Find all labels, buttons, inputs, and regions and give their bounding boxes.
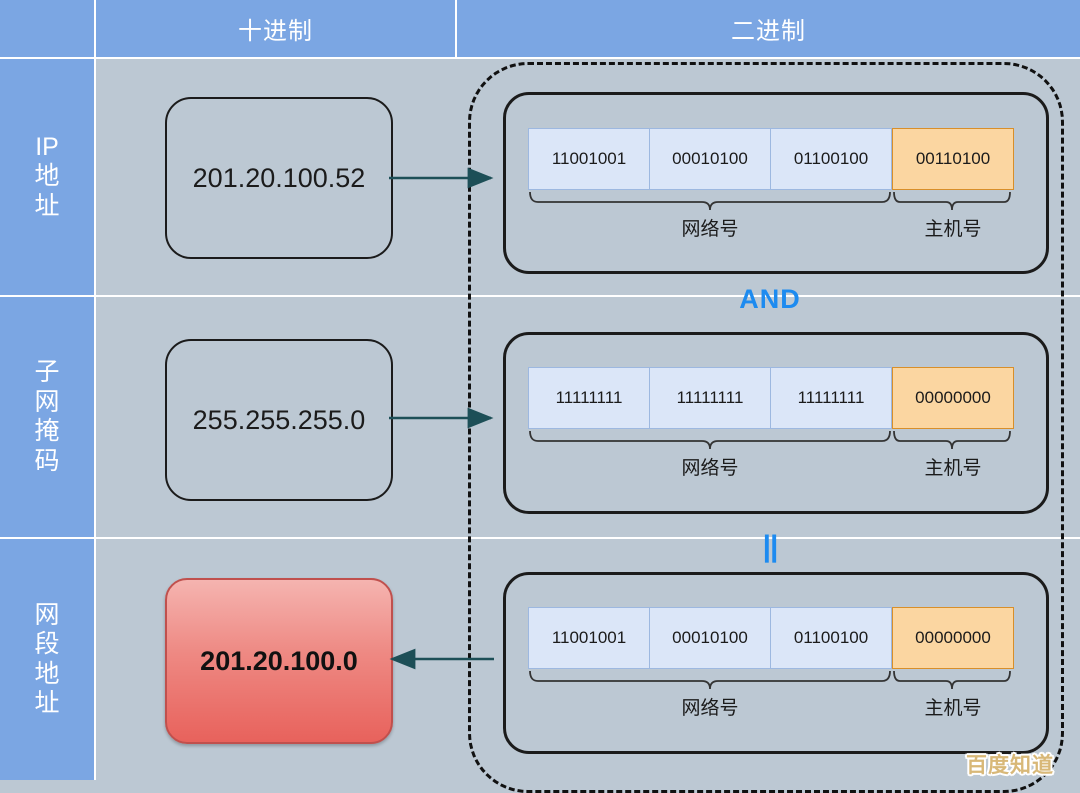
operator-and: AND: [739, 284, 801, 314]
row-label-subnet-mask-text: 子网掩码: [34, 358, 60, 475]
row-divider-2: [0, 537, 1080, 539]
octet-cell-host: 00000000: [892, 367, 1014, 429]
decimal-box-network-address[interactable]: 201.20.100.0: [165, 578, 393, 744]
brace-label-host: 主机号: [924, 698, 982, 719]
arrow-binary-to-network-address: [389, 648, 494, 670]
row-label-network-address-text: 网段地址: [34, 600, 60, 718]
octet-cell: 11111111: [649, 367, 770, 429]
binary-octets-ip-address: 11001001 00010100 01100100 00110100: [528, 128, 1014, 190]
octet-cell: 11001001: [528, 128, 649, 190]
arrow-mask-to-binary: [389, 407, 494, 429]
octet-cell-host: 00110100: [892, 128, 1014, 190]
octet-cell: 01100100: [770, 607, 892, 669]
brace-label-host: 主机号: [924, 219, 982, 240]
brace-label-host: 主机号: [924, 458, 982, 479]
decimal-box-subnet-mask[interactable]: 255.255.255.0: [165, 339, 393, 501]
row-divider-1: [0, 295, 1080, 297]
header-binary: 二进制: [457, 0, 1080, 57]
octet-cell: 11001001: [528, 607, 649, 669]
brace-label-network: 网络号: [681, 458, 739, 479]
brace-group-subnet-mask: [529, 430, 1011, 450]
octet-cell: 01100100: [770, 128, 892, 190]
arrow-ip-to-binary: [389, 167, 494, 189]
binary-octets-network-address: 11001001 00010100 01100100 00000000: [528, 607, 1014, 669]
operator-equals: ||: [762, 530, 779, 563]
binary-octets-subnet-mask: 11111111 11111111 11111111 00000000: [528, 367, 1014, 429]
header-decimal: 十进制: [96, 0, 455, 57]
octet-cell-host: 00000000: [892, 607, 1014, 669]
watermark-baidu-zhidao: 百度知道: [966, 754, 1054, 777]
octet-cell: 00010100: [649, 128, 770, 190]
brace-group-network-address: [529, 670, 1011, 690]
octet-cell: 11111111: [770, 367, 892, 429]
header-corner-cell: [0, 0, 94, 57]
row-label-subnet-mask: 子网掩码: [0, 297, 94, 537]
decimal-box-ip-address[interactable]: 201.20.100.52: [165, 97, 393, 259]
brace-label-network: 网络号: [681, 698, 739, 719]
row-label-ip-address-text: IP地址: [34, 132, 60, 220]
row-label-network-address: 网段地址: [0, 539, 94, 780]
column-divider-label: [94, 59, 96, 780]
brace-label-network: 网络号: [681, 219, 739, 240]
header-bottom-rule: [0, 57, 1080, 59]
header-divider-1: [94, 0, 96, 57]
octet-cell: 11111111: [528, 367, 649, 429]
row-label-ip-address: IP地址: [0, 59, 94, 295]
brace-group-ip-address: [529, 191, 1011, 211]
header-divider-2: [455, 0, 457, 57]
octet-cell: 00010100: [649, 607, 770, 669]
